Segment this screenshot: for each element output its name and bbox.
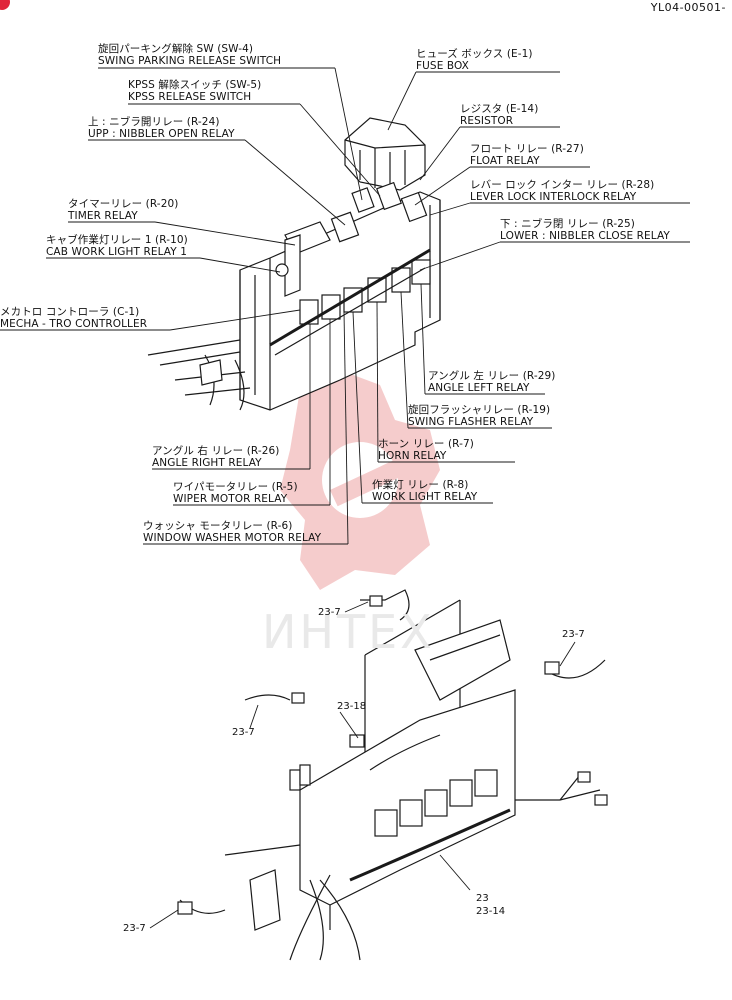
- label-en: LEVER LOCK INTERLOCK RELAY: [470, 191, 637, 203]
- label-en: LOWER : NIBBLER CLOSE RELAY: [500, 230, 670, 242]
- label-en: HORN RELAY: [378, 450, 447, 462]
- label-resistor: レジスタ (E-14) RESISTOR: [460, 103, 538, 127]
- label-jp: ヒューズ ボックス (E-1): [416, 48, 533, 60]
- label-cab-work-light: キャブ作業灯リレー 1 (R-10) CAB WORK LIGHT RELAY …: [46, 234, 188, 258]
- part-number: 23-7: [318, 607, 341, 618]
- part-number: 23-18: [337, 701, 367, 712]
- label-en: SWING PARKING RELEASE SWITCH: [98, 55, 282, 67]
- label-lever-lock: レバー ロック インター リレー (R-28) LEVER LOCK INTER…: [470, 179, 654, 203]
- label-en: SWING FLASHER RELAY: [408, 416, 534, 428]
- label-jp: 旋回パーキング解除 SW (SW-4): [98, 43, 254, 55]
- label-en: TIMER RELAY: [68, 210, 138, 222]
- label-en: RESISTOR: [460, 115, 514, 127]
- label-en: UPP : NIBBLER OPEN RELAY: [88, 128, 235, 140]
- relay-assembly-top: [147, 117, 441, 411]
- part-number: 23-7: [562, 629, 585, 640]
- label-kpss: KPSS 解除スイッチ (SW-5) KPSS RELEASE SWITCH: [128, 79, 261, 103]
- label-fuse-box: ヒューズ ボックス (E-1) FUSE BOX: [416, 48, 533, 72]
- label-en: MECHA - TRO CONTROLLER: [0, 318, 148, 330]
- label-horn: ホーン リレー (R-7) HORN RELAY: [378, 438, 474, 462]
- label-jp: フロート リレー (R-27): [470, 143, 584, 155]
- label-jp: レジスタ (E-14): [460, 103, 539, 115]
- label-swing-flasher: 旋回フラッシャリレー (R-19) SWING FLASHER RELAY: [408, 404, 550, 428]
- label-jp: アングル 左 リレー (R-29): [428, 370, 556, 382]
- label-swing-parking: 旋回パーキング解除 SW (SW-4) SWING PARKING RELEAS…: [98, 43, 281, 67]
- label-timer-relay: タイマーリレー (R-20) TIMER RELAY: [68, 198, 178, 222]
- label-jp: 作業灯 リレー (R-8): [372, 479, 469, 491]
- label-en: FLOAT RELAY: [470, 155, 540, 167]
- leader-lines-bottom: [149, 601, 576, 929]
- label-jp: KPSS 解除スイッチ (SW-5): [128, 79, 262, 91]
- gear-wrench-icon: [280, 370, 440, 590]
- label-jp: 下 : ニブラ閉 リレー (R-25): [500, 218, 636, 230]
- part-number: 23-14: [476, 906, 506, 917]
- label-jp: アングル 右 リレー (R-26): [152, 445, 280, 457]
- label-work-light: 作業灯 リレー (R-8) WORK LIGHT RELAY: [372, 479, 477, 503]
- label-float-relay: フロート リレー (R-27) FLOAT RELAY: [470, 143, 584, 167]
- label-lower-nibbler: 下 : ニブラ閉 リレー (R-25) LOWER : NIBBLER CLOS…: [500, 218, 670, 242]
- label-en: KPSS RELEASE SWITCH: [128, 91, 252, 103]
- label-angle-right: アングル 右 リレー (R-26) ANGLE RIGHT RELAY: [152, 445, 280, 469]
- label-jp: メカトロ コントローラ (C-1): [0, 306, 140, 318]
- label-en: CAB WORK LIGHT RELAY 1: [46, 246, 187, 258]
- label-window-washer: ウォッシャ モータリレー (R-6) WINDOW WASHER MOTOR R…: [143, 520, 321, 544]
- label-jp: ワイパモータリレー (R-5): [173, 481, 298, 493]
- label-wiper: ワイパモータリレー (R-5) WIPER MOTOR RELAY: [173, 481, 298, 505]
- part-number: 23-7: [123, 923, 146, 934]
- label-en: ANGLE LEFT RELAY: [428, 382, 530, 394]
- label-jp: 旋回フラッシャリレー (R-19): [408, 404, 551, 416]
- label-jp: ホーン リレー (R-7): [378, 438, 474, 450]
- label-jp: レバー ロック インター リレー (R-28): [470, 179, 655, 191]
- corner-mark: [0, 0, 10, 10]
- part-number: 23-7: [232, 727, 255, 738]
- label-en: WINDOW WASHER MOTOR RELAY: [143, 532, 322, 544]
- harness-assembly-bottom: [177, 589, 608, 961]
- leader-lines-top: [0, 67, 690, 545]
- label-en: WORK LIGHT RELAY: [372, 491, 478, 503]
- watermark-text: ИНТЕХ: [262, 605, 435, 659]
- document-id: YL04-00501-: [650, 1, 726, 14]
- label-en: WIPER MOTOR RELAY: [173, 493, 288, 505]
- label-angle-left: アングル 左 リレー (R-29) ANGLE LEFT RELAY: [428, 370, 556, 394]
- label-mechatro: メカトロ コントローラ (C-1) MECHA - TRO CONTROLLER: [0, 306, 147, 330]
- label-jp: 上 : ニブラ開リレー (R-24): [88, 116, 220, 128]
- label-en: FUSE BOX: [416, 60, 469, 72]
- label-jp: タイマーリレー (R-20): [68, 198, 179, 210]
- label-upp-nibbler: 上 : ニブラ開リレー (R-24) UPP : NIBBLER OPEN RE…: [88, 116, 235, 140]
- label-jp: キャブ作業灯リレー 1 (R-10): [46, 234, 188, 246]
- part-number: 23: [476, 893, 489, 904]
- label-jp: ウォッシャ モータリレー (R-6): [143, 520, 293, 532]
- label-en: ANGLE RIGHT RELAY: [152, 457, 262, 469]
